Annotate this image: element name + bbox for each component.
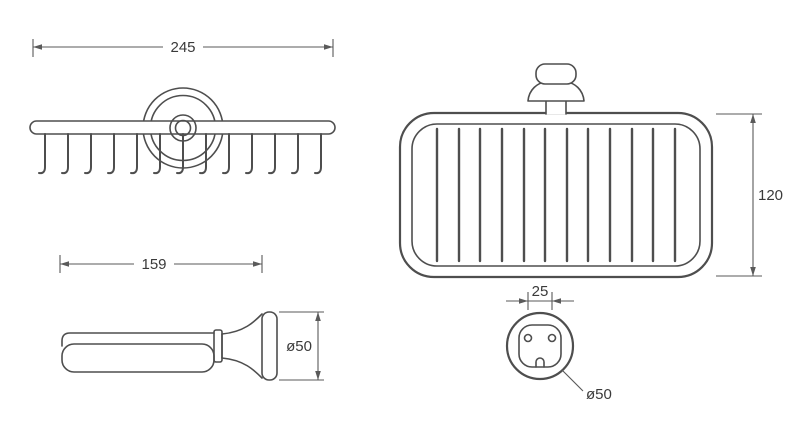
diameter-callout: ø50 [561,369,612,403]
front-view: 245 [29,39,336,175]
flange-diameter-dimension: ø50 [279,311,324,381]
width-dimension-label: 245 [170,39,195,56]
side-view: 159 ø50 [59,255,324,381]
basket-wires [435,127,677,263]
depth-dimension: 159 [59,255,263,273]
prong [130,133,138,175]
prong [314,133,322,175]
mount-cap [535,63,577,85]
prong [38,133,46,175]
cable-notch [535,357,545,368]
prong [61,133,69,175]
prong [268,133,276,175]
mount-plate [518,324,562,368]
wall-plate-side [261,311,278,381]
pitch-dimension-label: 25 [532,283,549,300]
soap-basket-side [61,311,278,381]
flange-diameter-label: ø50 [286,338,312,355]
screw-hole-left [523,333,533,343]
prong [245,133,253,175]
height-dimension: 120 [716,113,783,277]
height-dimension-label: 120 [758,187,783,204]
mount-detail-view: 25 ø50 [505,283,612,403]
prong [84,133,92,175]
wall-mount-top [527,63,585,115]
pitch-dimension: 25 [506,283,574,310]
prong [153,133,161,175]
width-dimension: 245 [32,39,334,57]
prong [291,133,299,175]
prong [222,133,230,175]
prong [176,133,184,175]
rack-top-rail [29,120,336,135]
prong [199,133,207,175]
mount-bell [527,81,585,102]
diameter-callout-label: ø50 [586,386,612,403]
top-view: 120 [398,63,783,279]
flange-outline [505,311,575,381]
basket-outer-frame [398,111,714,279]
depth-dimension-label: 159 [141,256,166,273]
rack-prongs [38,133,322,175]
screw-hole-right [547,333,557,343]
prong [107,133,115,175]
basket-inner-frame [411,123,701,267]
